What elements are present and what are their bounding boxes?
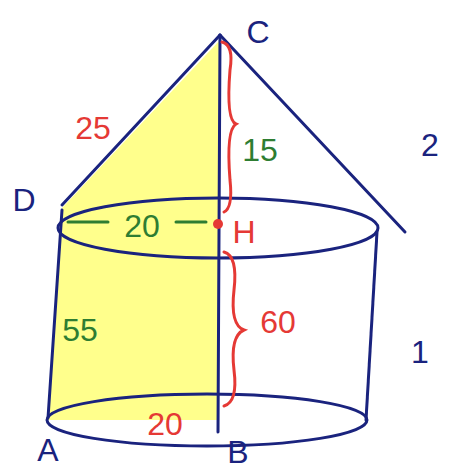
dimension-label: 60 <box>260 306 296 338</box>
cylinder-right-edge <box>366 232 377 420</box>
point-letter: B <box>227 436 248 468</box>
center-point <box>213 219 223 229</box>
point-letter: C <box>246 16 269 48</box>
height-bracket-top <box>222 42 236 212</box>
radius-dash <box>176 221 206 224</box>
point-letter: D <box>12 184 35 216</box>
cylinder-left-edge <box>48 210 62 418</box>
dimension-label: 20 <box>124 210 160 242</box>
cone-left-edge <box>62 35 220 205</box>
point-letter: A <box>37 434 58 466</box>
dimension-label: 20 <box>147 408 183 440</box>
bottom-ellipse <box>47 394 367 446</box>
part-number: 1 <box>411 336 429 368</box>
axis-line <box>218 35 220 432</box>
shaded-section <box>48 40 220 420</box>
radius-dash <box>68 221 108 224</box>
part-number: 2 <box>421 129 439 161</box>
point-letter: H <box>232 216 255 248</box>
dimension-label: 55 <box>62 314 98 346</box>
dimension-label: 15 <box>242 134 278 166</box>
height-bracket-bottom <box>224 252 244 406</box>
dimension-label: 25 <box>75 112 111 144</box>
